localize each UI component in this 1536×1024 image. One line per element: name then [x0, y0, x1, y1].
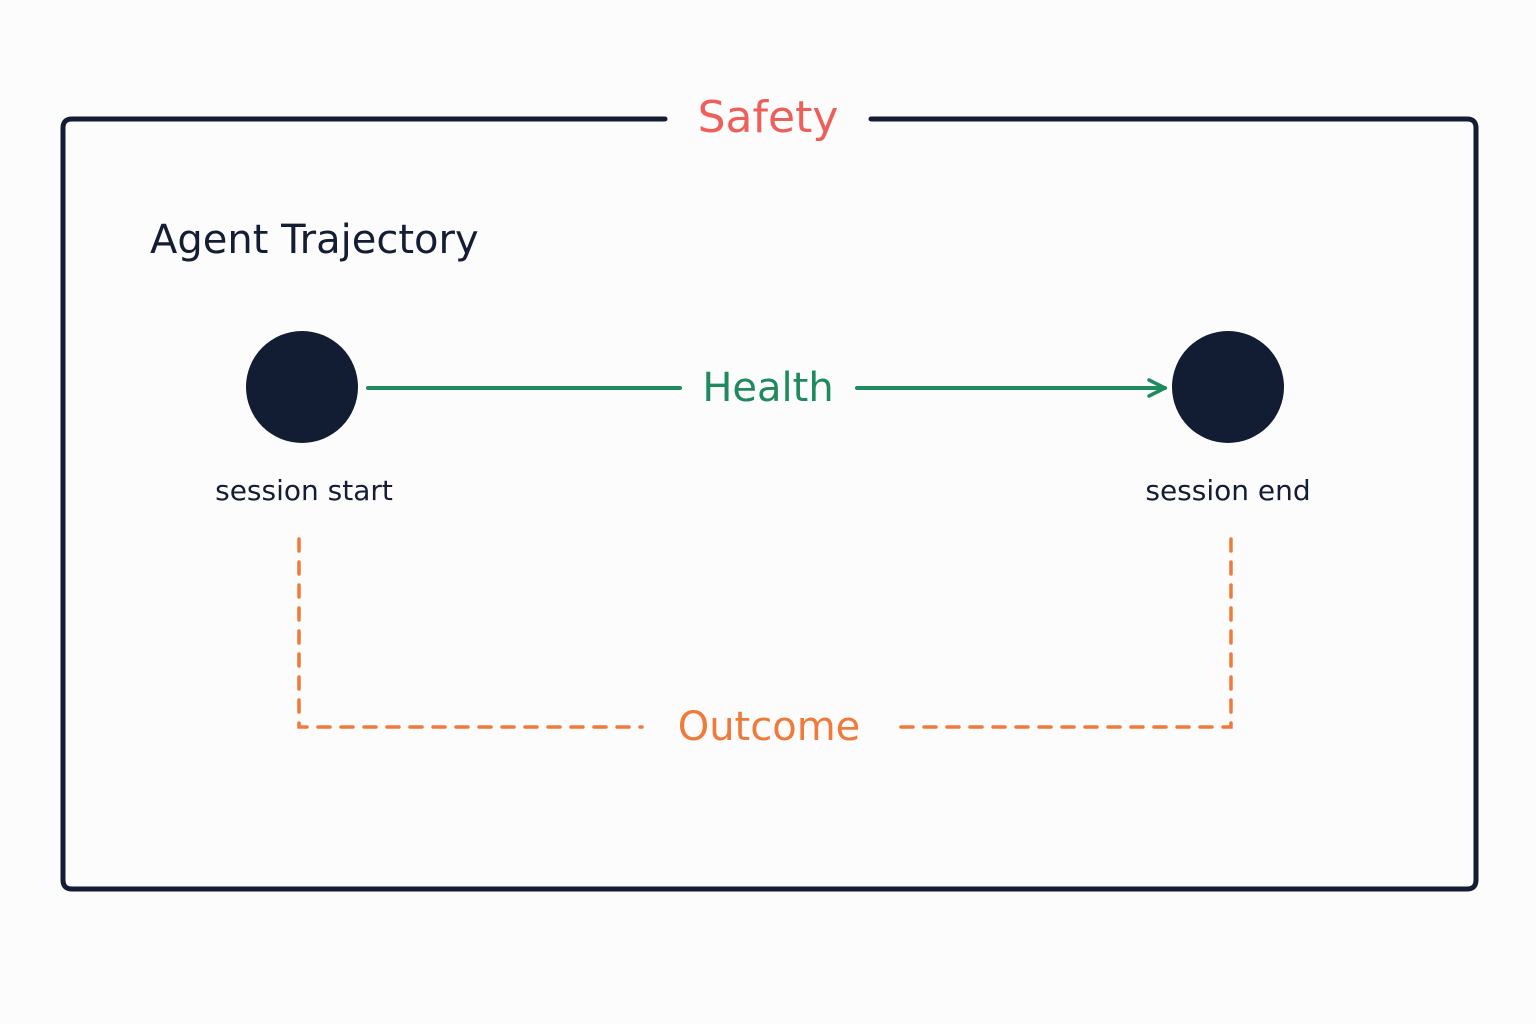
- safety-label: Safety: [697, 92, 839, 143]
- health-label: Health: [702, 365, 834, 411]
- safety-frame: [60, 116, 1479, 892]
- outcome-path-left: [297, 537, 644, 729]
- session-start-caption: session start: [215, 474, 393, 507]
- outcome-label: Outcome: [677, 704, 861, 750]
- session-end-node: [1172, 331, 1284, 443]
- session-start-node: [246, 331, 358, 443]
- outcome-path-right: [898, 537, 1233, 729]
- diagram-title: Agent Trajectory: [150, 217, 479, 263]
- session-end-caption: session end: [1145, 474, 1311, 507]
